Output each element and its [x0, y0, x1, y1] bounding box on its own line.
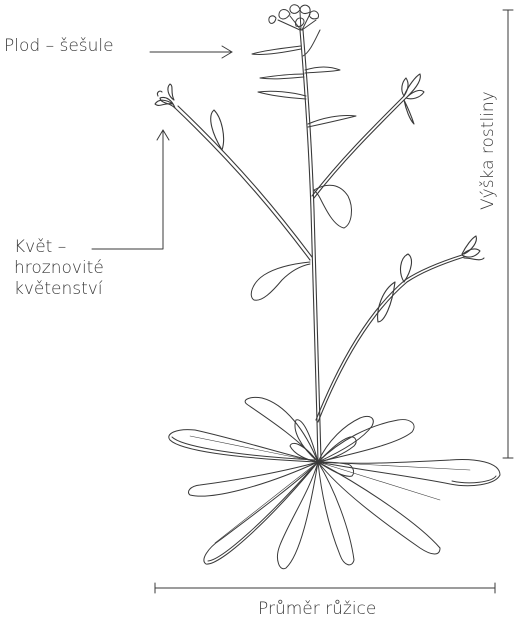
flower-label-line3: květenství [14, 279, 104, 300]
left-branch [155, 84, 312, 260]
height-bracket [503, 10, 513, 458]
flower-label-line2: hroznovité [14, 258, 104, 279]
height-label: Výška rostliny [478, 91, 499, 210]
diameter-label: Průměr růžice [258, 599, 376, 620]
diameter-bracket [155, 583, 495, 593]
right-upper-branch [312, 74, 424, 198]
left-cauline-leaf [251, 262, 310, 300]
top-flower-cluster [269, 5, 319, 30]
fruit-label: Plod – šešule [4, 36, 114, 57]
rosette [169, 397, 500, 568]
flower-label-line1: Květ – [14, 237, 104, 258]
flower-arrow [92, 130, 169, 249]
right-lower-branch [316, 236, 484, 422]
flower-label: Květ – hroznovité květenství [14, 237, 104, 300]
fruit-arrow [150, 46, 232, 58]
